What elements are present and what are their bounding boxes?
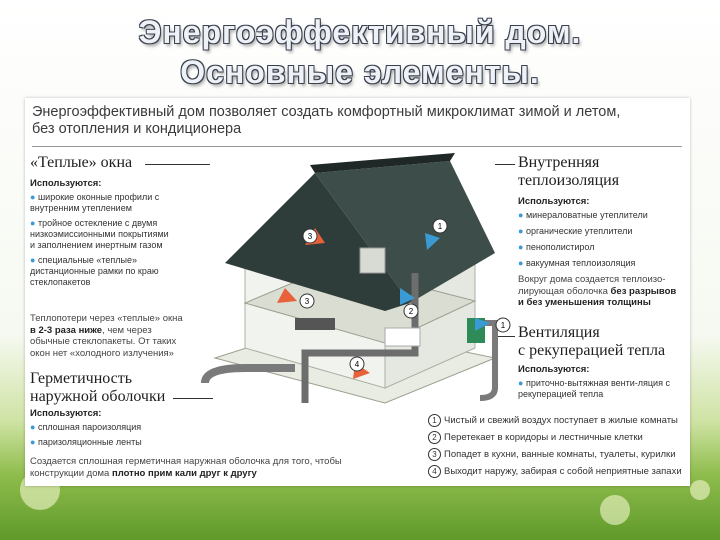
ventilation-used-label: Используются: [518,364,590,375]
ventilation-heading-line-1: Вентиляция [518,324,600,341]
shell-heading: Герметичность наружной оболочки [30,370,165,406]
ventilation-heading: Вентиляция с рекуперацией тепла [518,324,665,360]
shell-used-label: Используются: [30,408,102,419]
windows-note: Теплопотери через «теплые» окна в 2-3 ра… [30,313,183,359]
list-item: ● паризоляционные ленты [30,437,142,447]
list-item: ● приточно-вытяжная венти-ляция с рекупе… [518,378,670,399]
arrow-cool-icon [400,288,415,305]
marker-icon: 3 [302,228,318,244]
svg-text:1: 1 [438,222,443,231]
list-item: ● специальные «теплые» дистанционные рам… [30,255,159,287]
marker-icon: 2 [403,303,419,319]
ventilation-list: ● приточно-вытяжная венти-ляция с рекупе… [518,378,683,400]
svg-text:3: 3 [308,232,313,241]
list-item: ● сплошная пароизоляция [30,422,142,432]
marker-icon: 1 [432,218,448,234]
marker-icon: 3 [299,293,315,309]
insulation-leader [495,164,515,165]
insulation-note: Вокруг дома создается теплоизо-лирующая … [518,274,677,308]
shell-leader [173,398,213,399]
marker-icon: 4 [349,356,365,372]
bokeh-light [600,495,630,525]
svg-text:2: 2 [409,307,414,316]
windows-heading: «Теплые» окна [30,154,133,171]
infographic-panel: Энергоэффективный дом позволяет создать … [25,98,690,486]
bokeh-light [690,480,710,500]
roof-right [315,161,495,303]
svg-text:1: 1 [501,321,506,330]
bed [384,327,421,347]
insulation-heading-line-2: теплоизоляция [518,172,620,189]
insulation-heading-line-1: Внутренняя [518,154,600,171]
ground-pipe [201,364,295,384]
divider [32,146,682,147]
house-cutaway-illustration: 1 2 3 3 4 1 [201,153,511,404]
shell-heading-line-1: Герметичность [30,370,133,387]
windows-leader [145,164,210,165]
list-item: ● минераловатные утеплители [518,210,648,220]
shell-note: Создается сплошная герметичная наружная … [30,456,342,479]
intro-text: Энергоэффективный дом позволяет создать … [32,104,682,138]
shell-heading-line-2: наружной оболочки [30,388,166,405]
insulation-list: ● минераловатные утеплители ● органическ… [518,210,683,269]
list-item: ● тройное остекление с двумя низкоэмисси… [30,218,169,250]
ventilation-leader [493,336,515,337]
insulation-heading: Внутренняя теплоизоляция [518,154,619,190]
arrow-warm-icon [277,288,297,303]
marker-icon: 1 [495,317,511,333]
intro-line-2: без отопления и кондиционера [32,121,242,137]
ventilation-heading-line-2: с рекуперацией тепла [518,342,666,359]
svg-text:4: 4 [355,360,360,369]
list-item: ● органические утеплители [518,226,633,236]
svg-text:3: 3 [305,297,310,306]
arrow-cool-icon [475,318,490,331]
arrow-cool-icon [425,233,440,250]
slide-title-line2: Основные элементы. [180,54,540,90]
windows-list: ● широкие оконные профили с внутренним у… [30,192,175,288]
slide-title-line1: Энергоэффективный дом. [138,14,582,50]
outdoor-pipe [479,320,498,401]
list-item: ● вакуумная теплоизоляция [518,258,636,268]
shell-list: ● сплошная пароизоляция ● паризоляционны… [30,422,230,448]
list-item: ● широкие оконные профили с внутренним у… [30,192,160,213]
list-item: ● пенополистирол [518,242,595,252]
insulation-used-label: Используются: [518,196,590,207]
roof-ridge [310,153,455,173]
intro-line-1: Энергоэффективный дом позволяет создать … [32,104,621,120]
cabinet [359,247,386,274]
sofa [295,318,335,330]
windows-used-label: Используются: [30,178,102,189]
